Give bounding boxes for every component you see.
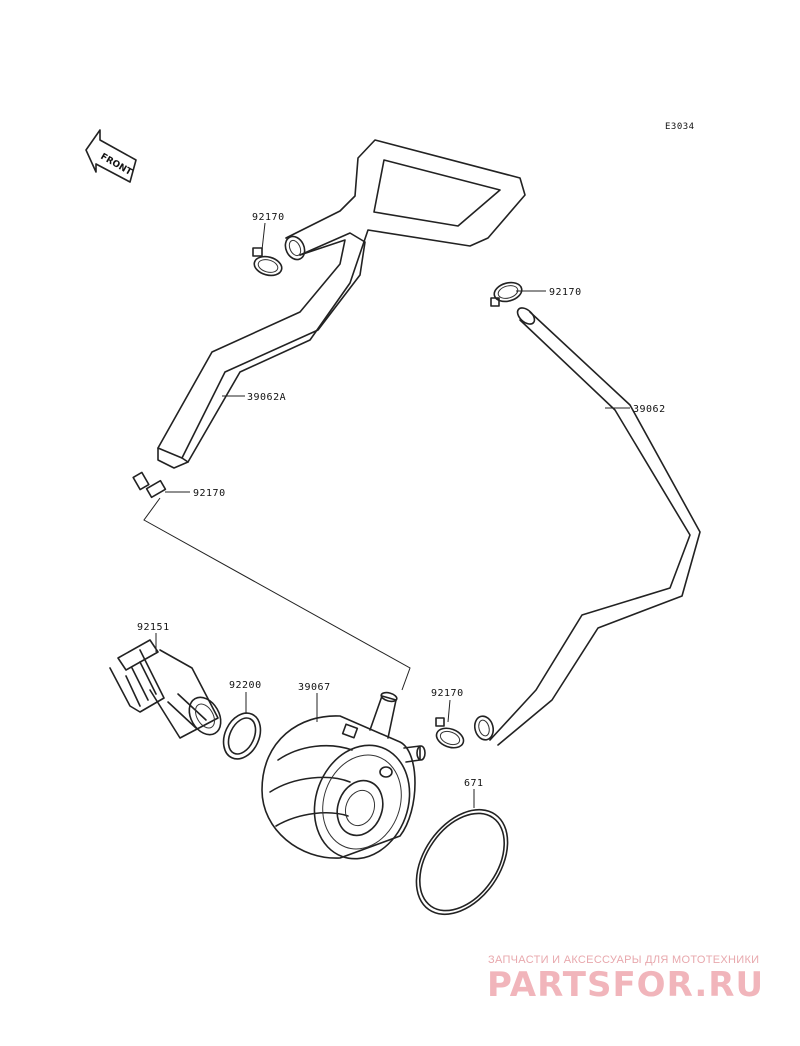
clamp-upper-left[interactable] — [252, 247, 284, 278]
watermark-brand: PARTSFOR.RU — [487, 965, 764, 1005]
watermark-tagline: ЗАПЧАСТИ И АКСЕССУАРЫ ДЛЯ МОТОТЕХНИКИ — [488, 954, 759, 966]
callout-92170-upper-right: 92170 — [549, 287, 582, 298]
callout-39062a: 39062A — [247, 392, 286, 403]
connection-line — [143, 497, 411, 691]
oil-cooler-39067[interactable] — [261, 691, 426, 872]
callout-39067: 39067 — [298, 682, 331, 693]
oring-671[interactable] — [398, 793, 527, 932]
callout-671: 671 — [464, 778, 484, 789]
callout-92151: 92151 — [137, 622, 170, 633]
callout-92170-nipple: 92170 — [193, 488, 226, 499]
diagram-id: E3034 — [665, 122, 695, 132]
hose-39062[interactable] — [472, 305, 701, 746]
hose-39062a[interactable] — [157, 139, 526, 469]
front-arrow-icon: FRONT — [85, 129, 137, 183]
callout-92170-lower-right: 92170 — [431, 688, 464, 699]
callout-92200: 92200 — [229, 680, 262, 691]
hose-nipple[interactable] — [132, 471, 167, 499]
bolt-92151[interactable] — [109, 639, 227, 740]
callout-92170-upper-left: 92170 — [252, 212, 285, 223]
washer-92200[interactable] — [216, 707, 267, 765]
clamp-upper-right[interactable] — [490, 280, 524, 307]
callout-leaders — [155, 222, 630, 808]
clamp-lower-right[interactable] — [434, 717, 466, 751]
callout-39062: 39062 — [633, 404, 666, 415]
